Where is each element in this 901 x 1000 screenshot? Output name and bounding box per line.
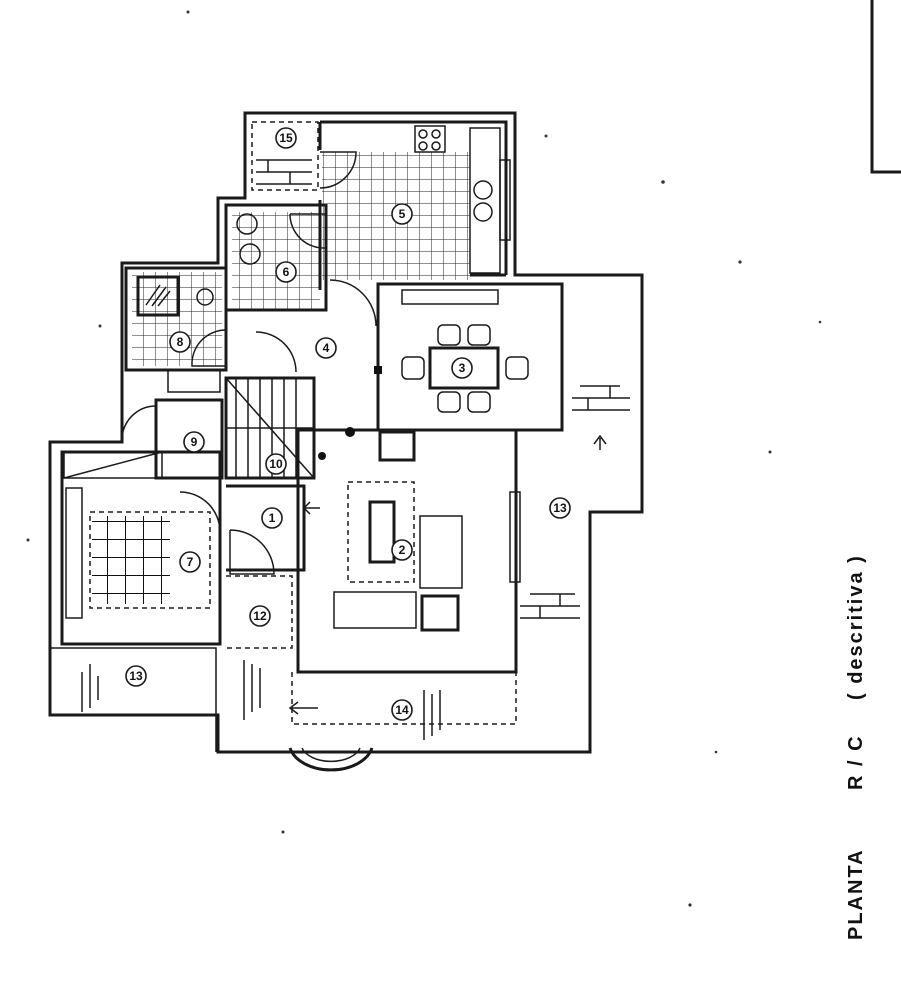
dining-sideboard (401, 289, 499, 305)
room-marker-7: 7 (179, 551, 201, 573)
svg-text:6: 6 (283, 265, 290, 279)
entrance-steps-inner (301, 747, 361, 763)
room-marker-5: 5 (391, 203, 413, 225)
room-marker-9: 9 (183, 431, 205, 453)
caption-title: PLANTA (845, 848, 867, 940)
chair (467, 324, 491, 346)
room-marker-15: 15 (275, 127, 297, 149)
svg-text:13: 13 (129, 669, 143, 683)
svg-text:12: 12 (253, 609, 267, 623)
svg-text:15: 15 (279, 131, 293, 145)
sink-basin (473, 180, 493, 200)
pillar (318, 452, 326, 460)
stove-burner (418, 141, 428, 151)
dining-table (428, 346, 500, 390)
dining-walls (376, 282, 564, 432)
exterior-wall (48, 111, 644, 754)
svg-text:2: 2 (399, 543, 406, 557)
caption-code: R / C (845, 734, 867, 790)
room-marker-3: 3 (451, 357, 473, 379)
sofa (333, 591, 417, 629)
bed-tile-pattern (92, 516, 170, 604)
caption-subtitle: ( descritiva ) (845, 554, 867, 700)
plan-caption: PLANTA R / C ( descritiva ) (845, 554, 867, 940)
plant-hatch-left (81, 660, 441, 740)
washbasin-icon (236, 213, 258, 235)
room-marker-4: 4 (315, 337, 337, 359)
wardrobe (63, 451, 163, 479)
kitchen-counter (469, 127, 501, 274)
room-marker-12: 12 (249, 605, 271, 627)
sofa (419, 515, 463, 589)
chair (467, 391, 491, 413)
chair (437, 391, 461, 413)
kitchen-door-swing (319, 151, 357, 189)
storage-9-walls (154, 398, 224, 480)
pillar (374, 366, 382, 374)
room-marker-14: 14 (391, 699, 413, 721)
room-marker-2: 2 (391, 539, 413, 561)
svg-text:9: 9 (191, 435, 198, 449)
arrow-icon (288, 434, 607, 715)
svg-text:8: 8 (177, 335, 184, 349)
chair (437, 324, 461, 346)
kitchen-window (499, 159, 511, 241)
room-marker-13: 13 (549, 497, 571, 519)
hall-door-swing (255, 279, 377, 373)
room-marker-8: 8 (169, 331, 191, 353)
shower-tray (136, 275, 180, 317)
brick-hatch-laundry (256, 159, 312, 185)
scan-noise (26, 10, 822, 907)
garage-12-outline (226, 575, 293, 649)
page-frame-corner (870, 0, 901, 174)
toilet-icon (196, 288, 214, 306)
svg-text:10: 10 (269, 457, 283, 471)
wardrobe-doors (63, 451, 163, 479)
terrace-outline (50, 647, 217, 752)
kitchen-walls (318, 120, 508, 290)
bathroom-6-door-swing (289, 213, 327, 249)
svg-text:4: 4 (323, 341, 330, 355)
chair (505, 356, 529, 380)
bathroom-8-walls (124, 266, 228, 372)
svg-text:5: 5 (399, 207, 406, 221)
bedroom-walls (60, 450, 222, 646)
rug (347, 481, 415, 583)
tv-cabinet (420, 594, 460, 632)
entrance-steps (288, 747, 374, 772)
shower-icon (145, 284, 171, 307)
svg-text:13: 13 (553, 501, 567, 515)
svg-text:1: 1 (269, 511, 276, 525)
stair-treads (225, 377, 315, 479)
svg-text:7: 7 (187, 555, 194, 569)
coffee-table (368, 500, 396, 564)
bathroom-6-tile-floor (232, 212, 320, 310)
chair (401, 356, 425, 380)
pillar (345, 427, 355, 437)
room-marker-6: 6 (275, 261, 297, 283)
toilet-icon (239, 243, 261, 265)
svg-text:3: 3 (459, 361, 466, 375)
sink-basin (473, 202, 493, 222)
stove-burner (431, 141, 441, 151)
entry-walls (226, 484, 306, 572)
stove (414, 125, 446, 153)
storage-9-door-swing (121, 405, 157, 441)
stove-burner (431, 129, 441, 139)
fireplace (378, 430, 416, 462)
brick-hatch-terrace-right (520, 385, 630, 619)
stove-burner (418, 129, 428, 139)
room-marker-1: 1 (261, 507, 283, 529)
closet (167, 369, 221, 393)
svg-text:14: 14 (395, 703, 409, 717)
terrace-14-outline (291, 672, 517, 725)
bedroom-window (65, 487, 83, 619)
room-marker-13: 13 (125, 665, 147, 687)
living-window (509, 491, 521, 583)
room-marker-10: 10 (265, 453, 287, 475)
bathroom-8-door-swing (191, 329, 227, 367)
